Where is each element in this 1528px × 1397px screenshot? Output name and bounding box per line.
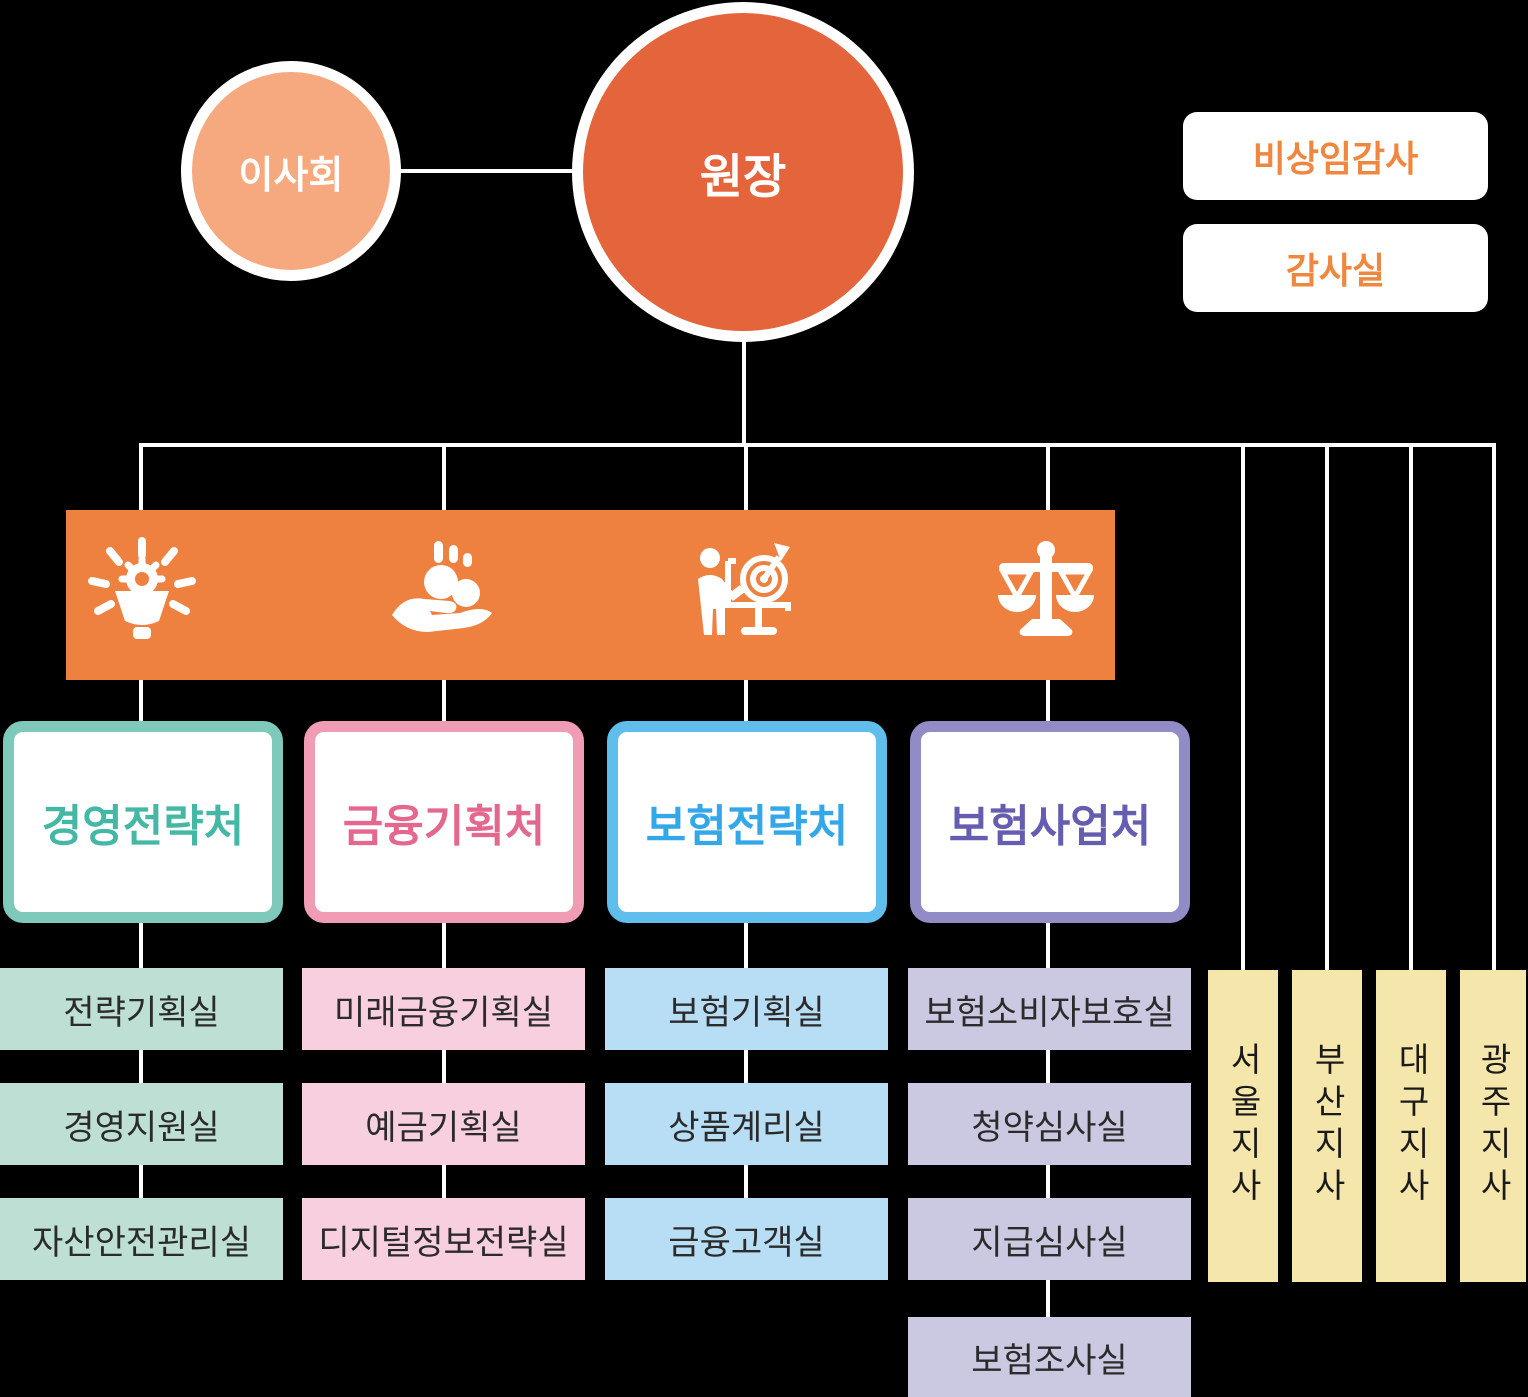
president-circle: 원장 xyxy=(572,2,914,342)
division-label: 보험사업처 xyxy=(948,802,1152,851)
division-box-insurance-business: 보험사업처 xyxy=(910,721,1190,923)
office-label: 보험소비자보호실 xyxy=(924,993,1175,1032)
division-label: 보험전략처 xyxy=(645,802,849,851)
icon-banner xyxy=(66,510,1115,680)
hand-coins-icon xyxy=(384,535,504,655)
regional-branch-busan: 부산지사 xyxy=(1292,970,1362,1282)
connector-president-trunk xyxy=(742,340,746,447)
office-label: 예금기획실 xyxy=(365,1108,522,1147)
office-box: 자산안전관리실 xyxy=(0,1198,283,1280)
office-label: 청약심사실 xyxy=(971,1108,1128,1147)
scales-icon xyxy=(986,535,1106,655)
connector-branch-seoul-drop xyxy=(1241,443,1245,973)
branch-label: 부산지사 xyxy=(1309,1042,1346,1210)
office-label: 지급심사실 xyxy=(971,1223,1128,1262)
division-box-financial-planning: 금융기획처 xyxy=(304,721,584,923)
office-label: 미래금융기획실 xyxy=(334,993,553,1032)
division-label: 금융기획처 xyxy=(342,802,546,851)
connector-branch-gwangju-drop xyxy=(1492,443,1496,973)
office-box: 경영지원실 xyxy=(0,1083,283,1165)
division-box-management-strategy: 경영전략처 xyxy=(3,721,283,923)
office-label: 상품계리실 xyxy=(668,1108,825,1147)
connector-branch-busan-drop xyxy=(1325,443,1329,973)
branch-label: 서울지사 xyxy=(1225,1042,1262,1210)
board-circle: 이사회 xyxy=(181,61,401,281)
office-box: 청약심사실 xyxy=(908,1083,1191,1165)
presenter-target-icon xyxy=(684,535,804,655)
office-label: 디지털정보전략실 xyxy=(318,1223,569,1262)
audit-box-office: 감사실 xyxy=(1183,224,1488,312)
office-label: 자산안전관리실 xyxy=(32,1223,251,1262)
office-box: 지급심사실 xyxy=(908,1198,1191,1280)
president-label: 원장 xyxy=(699,149,787,203)
office-box: 전략기획실 xyxy=(0,968,283,1050)
office-box: 예금기획실 xyxy=(302,1083,585,1165)
office-label: 보험기획실 xyxy=(668,993,825,1032)
branch-label: 대구지사 xyxy=(1393,1042,1430,1210)
office-box: 미래금융기획실 xyxy=(302,968,585,1050)
office-label: 경영지원실 xyxy=(63,1108,220,1147)
lightbulb-gear-icon xyxy=(82,535,202,655)
audit-box-nonexecutive: 비상임감사 xyxy=(1183,112,1488,200)
office-box: 디지털정보전략실 xyxy=(302,1198,585,1280)
office-box: 보험소비자보호실 xyxy=(908,968,1191,1050)
regional-branch-seoul: 서울지사 xyxy=(1208,970,1278,1282)
audit-box-label: 비상임감사 xyxy=(1252,138,1419,179)
connector-board-president xyxy=(399,169,574,173)
office-box: 보험기획실 xyxy=(605,968,888,1050)
division-label: 경영전략처 xyxy=(41,802,245,851)
office-box: 보험조사실 xyxy=(908,1317,1191,1397)
division-box-insurance-strategy: 보험전략처 xyxy=(607,721,887,923)
regional-branch-gwangju: 광주지사 xyxy=(1460,970,1526,1282)
office-label: 전략기획실 xyxy=(63,993,220,1032)
audit-box-label: 감사실 xyxy=(1285,250,1386,291)
office-label: 보험조사실 xyxy=(971,1341,1128,1380)
connector-branch-daegu-drop xyxy=(1409,443,1413,973)
board-label: 이사회 xyxy=(238,154,344,197)
connector-branch-horizontal xyxy=(139,443,1496,447)
regional-branch-daegu: 대구지사 xyxy=(1376,970,1446,1282)
branch-label: 광주지사 xyxy=(1475,1042,1512,1210)
office-box: 금융고객실 xyxy=(605,1198,888,1280)
office-label: 금융고객실 xyxy=(668,1223,825,1262)
office-box: 상품계리실 xyxy=(605,1083,888,1165)
